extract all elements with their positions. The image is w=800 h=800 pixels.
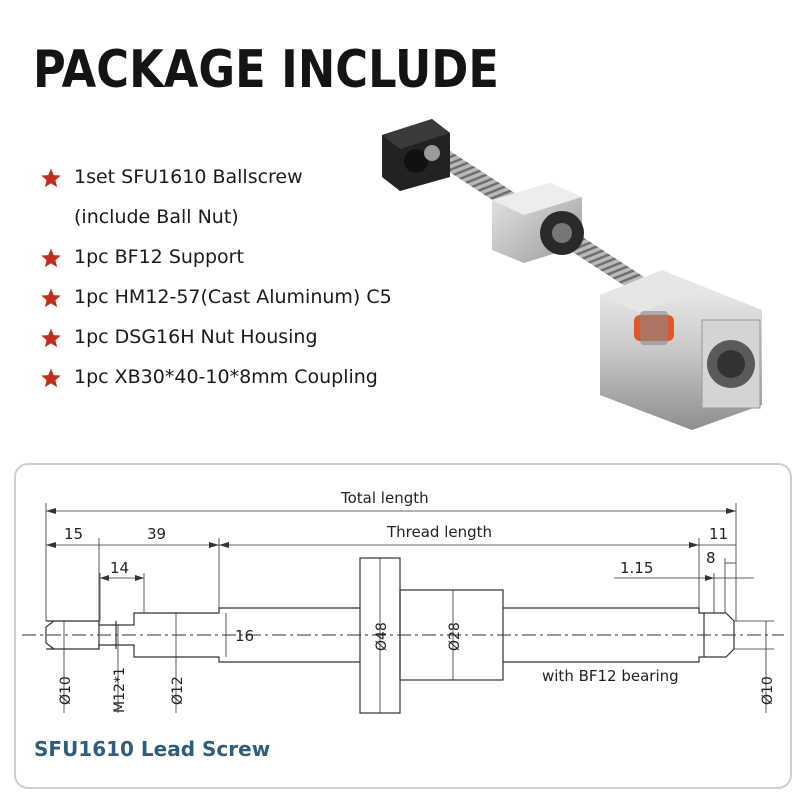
thread-length-label: Thread length bbox=[386, 523, 492, 541]
list-item: (include Ball Nut) bbox=[40, 202, 400, 242]
list-item: 1set SFU1610 Ballscrew bbox=[40, 162, 400, 202]
nut-housing bbox=[492, 183, 584, 263]
item-text: (include Ball Nut) bbox=[74, 206, 239, 228]
dia-10-left: Ø10 bbox=[58, 676, 74, 705]
star-icon bbox=[41, 248, 61, 268]
package-list: 1set SFU1610 Ballscrew (include Ball Nut… bbox=[40, 162, 400, 402]
motor-mount bbox=[600, 270, 762, 430]
item-text: 1set SFU1610 Ballscrew bbox=[74, 166, 303, 188]
dim-15: 15 bbox=[64, 525, 83, 543]
ballscrew-product-image bbox=[382, 119, 762, 430]
item-text: 1pc XB30*40-10*8mm Coupling bbox=[74, 366, 378, 388]
page-title: PACKAGE INCLUDE bbox=[33, 40, 499, 100]
drawing-caption: SFU1610 Lead Screw bbox=[34, 737, 271, 761]
star-icon bbox=[41, 328, 61, 348]
m12-thread: M12*1 bbox=[112, 667, 128, 713]
list-item: 1pc BF12 Support bbox=[40, 242, 400, 282]
dim-8: 8 bbox=[706, 549, 716, 567]
star-icon bbox=[41, 368, 61, 388]
dia-28: Ø28 bbox=[447, 622, 463, 651]
dia-12: Ø12 bbox=[170, 676, 186, 705]
list-item: 1pc XB30*40-10*8mm Coupling bbox=[40, 362, 400, 402]
list-item: 1pc HM12-57(Cast Aluminum) C5 bbox=[40, 282, 400, 322]
dim-16: 16 bbox=[235, 627, 254, 645]
star-icon bbox=[41, 288, 61, 308]
dim-1-15: 1.15 bbox=[620, 559, 653, 577]
dim-11: 11 bbox=[709, 525, 728, 543]
bearing-note: with BF12 bearing bbox=[542, 667, 679, 685]
dia-48: Ø48 bbox=[374, 622, 390, 651]
item-text: 1pc HM12-57(Cast Aluminum) C5 bbox=[74, 286, 392, 308]
dim-39: 39 bbox=[147, 525, 166, 543]
dim-14: 14 bbox=[110, 559, 129, 577]
item-text: 1pc BF12 Support bbox=[74, 246, 244, 268]
drawing-panel bbox=[14, 463, 792, 789]
support-block bbox=[382, 119, 450, 191]
total-length-label: Total length bbox=[340, 489, 429, 507]
dia-10-right: Ø10 bbox=[760, 676, 776, 705]
star-icon bbox=[41, 168, 61, 188]
lead-screw-dimension-drawing: Total length Thread length 15 39 11 14 8… bbox=[22, 489, 784, 714]
list-item: 1pc DSG16H Nut Housing bbox=[40, 322, 400, 362]
item-text: 1pc DSG16H Nut Housing bbox=[74, 326, 318, 348]
